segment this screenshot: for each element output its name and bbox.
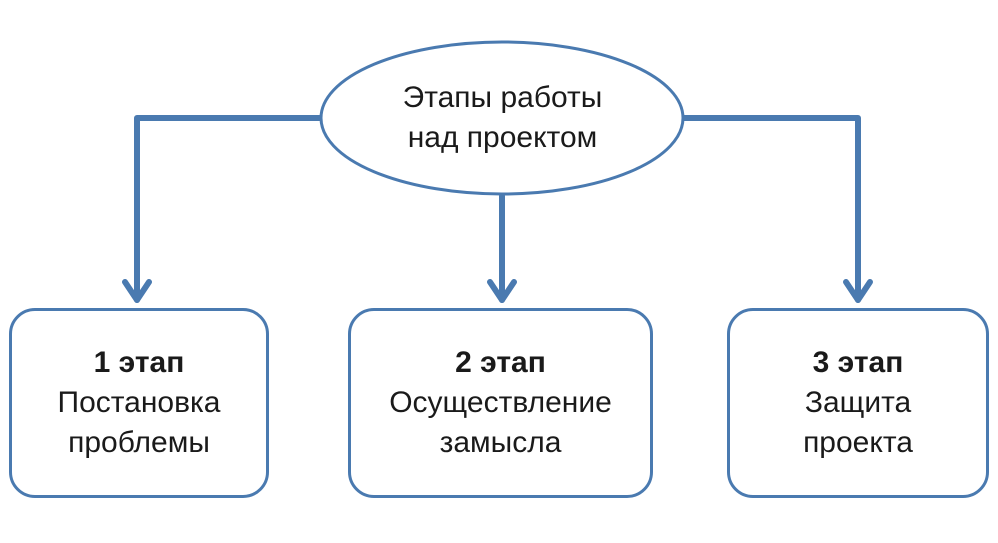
root-title-line1: Этапы работы: [402, 81, 603, 114]
stage-title-line2: проблемы: [68, 426, 210, 459]
stage-title-line2: проекта: [803, 426, 913, 459]
stage-title-line2: замысла: [439, 426, 562, 459]
stage-box-2: 2 этап Осуществление замысла: [348, 308, 653, 498]
connector-right: [679, 115, 861, 303]
stage-number: 2 этап: [455, 346, 546, 379]
stage-number: 3 этап: [812, 346, 904, 379]
arrowhead-center: [487, 279, 517, 303]
stage-title-line1: Осуществление: [389, 386, 612, 419]
arrowhead-right: [843, 279, 873, 303]
root-ellipse: [319, 40, 685, 196]
stage-number: 1 этап: [93, 346, 185, 379]
stage-title-line1: Постановка: [57, 386, 221, 419]
connector-left: [134, 115, 325, 303]
root-title-line2: над проектом: [407, 121, 598, 154]
root-node-label: Этапы работы над проектом: [320, 40, 685, 196]
stage-title-line1: Защита: [804, 386, 912, 419]
arrowhead-left: [122, 279, 152, 303]
stage-box-1: 1 этап Постановка проблемы: [9, 308, 269, 498]
stage-box-3: 3 этап Защита проекта: [727, 308, 989, 498]
